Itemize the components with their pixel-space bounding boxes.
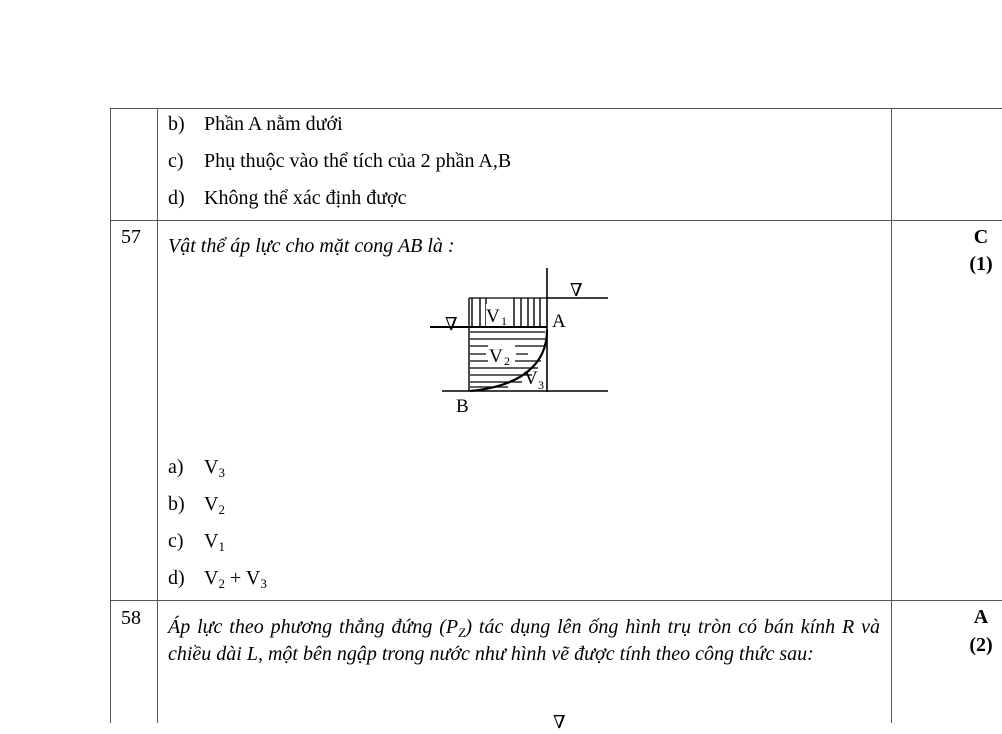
prev-option-b: b)Phần A nằm dưới (168, 113, 343, 135)
points-57: (1) (969, 253, 993, 275)
column-divider-number (157, 108, 158, 723)
question-57-text: Vật thể áp lực cho mặt cong AB là : (168, 235, 455, 257)
table-left-border (110, 108, 111, 723)
q57-option-c: c)V1 (168, 530, 225, 554)
question-number-57: 57 (121, 226, 141, 248)
svg-text:V: V (489, 346, 503, 367)
table-top-border (110, 108, 1002, 109)
question-number-58: 58 (121, 607, 141, 629)
pressure-body-figure: ∇ ∇ A B V 1 V 2 V 3 (430, 268, 608, 417)
column-divider-answer (891, 108, 892, 723)
svg-text:V: V (486, 306, 500, 327)
svg-text:1: 1 (501, 314, 507, 328)
q57-option-d: d)V2 + V3 (168, 567, 267, 591)
q57-option-a: a)V3 (168, 456, 225, 480)
figure-outline (430, 268, 608, 393)
row-divider-57 (110, 220, 1002, 221)
points-58: (2) (969, 634, 993, 656)
answer-58: A (973, 606, 989, 628)
label-a: A (552, 311, 566, 332)
row-divider-58 (110, 600, 1002, 601)
svg-text:V: V (524, 368, 538, 389)
answer-57: C (973, 226, 989, 248)
prev-option-c: c)Phụ thuộc vào thể tích của 2 phần A,B (168, 150, 512, 172)
prev-option-d: d)Không thể xác định được (168, 187, 407, 209)
q57-option-b: b)V2 (168, 493, 225, 517)
free-surface-symbol-left: ∇ (445, 314, 458, 334)
label-v1: V 1 (486, 304, 512, 328)
label-b: B (456, 396, 469, 417)
label-v3: V 3 (524, 368, 544, 392)
q58-figure-free-surface-symbol: ∇ (553, 712, 566, 732)
question-58-text: Áp lực theo phương thẳng đứng (PZ) tác d… (168, 616, 880, 665)
svg-text:3: 3 (538, 378, 544, 392)
label-v2: V 2 (488, 345, 528, 368)
free-surface-symbol-right: ∇ (570, 280, 583, 300)
svg-text:2: 2 (504, 354, 510, 368)
